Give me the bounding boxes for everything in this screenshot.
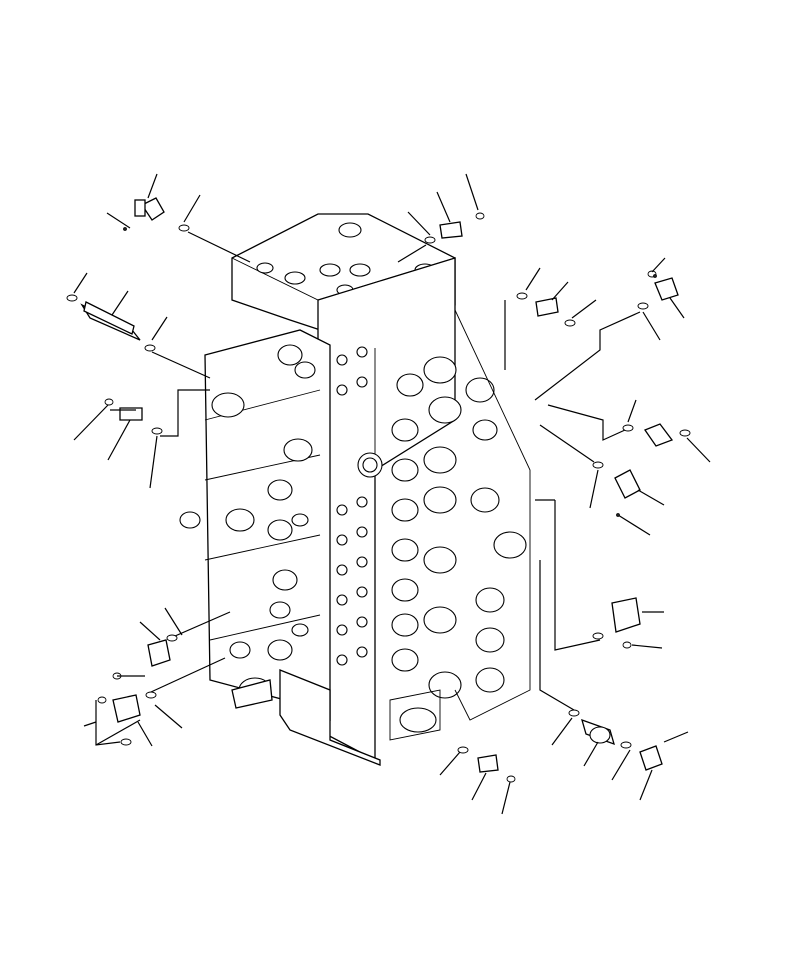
elbow-fittings (112, 197, 679, 771)
spool-caps-column-a (391, 373, 424, 672)
relief-valves (80, 301, 615, 746)
detail-marks (123, 227, 657, 517)
leader-lines (73, 173, 711, 815)
straight-fittings (119, 221, 559, 773)
spool-caps-column-c (465, 377, 527, 693)
spool-caps-column-b (423, 356, 462, 699)
o-rings (66, 212, 691, 783)
central-face-ports (336, 346, 383, 666)
valve-body (179, 213, 531, 766)
